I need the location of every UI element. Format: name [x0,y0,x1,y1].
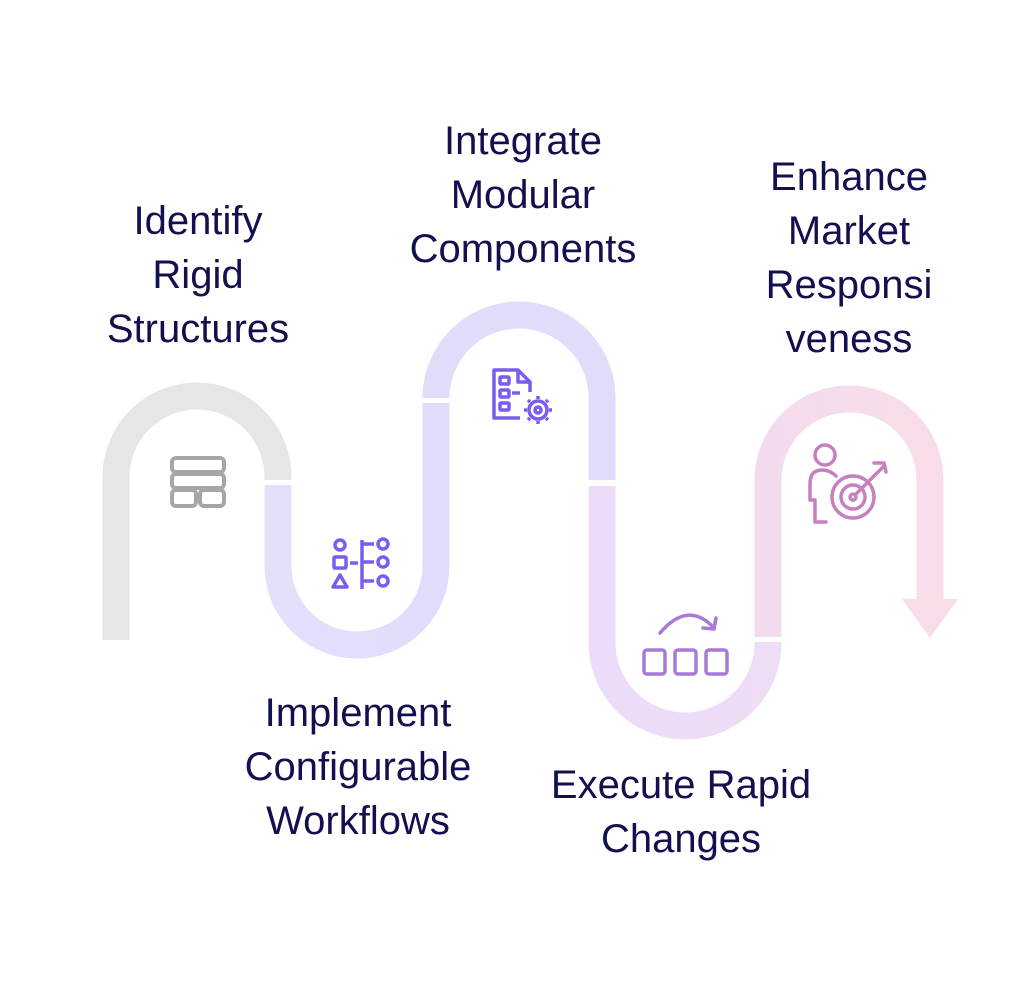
step-label-execute: Execute Rapid Changes [550,763,812,861]
track-segment-identify [102,382,292,640]
segment-gap [752,637,784,642]
track-segment-execute [588,486,782,740]
track-segment-integrate [422,301,616,481]
segment-gap [262,480,294,485]
segment-gap [586,480,618,485]
workflow-shapes-icon [331,537,390,589]
segment-gap [420,398,452,403]
step-label-implement: Implement Configurable Workflows [244,691,472,843]
track-segment-enhance [754,385,944,640]
rotate-blocks-icon [642,613,729,676]
arrow-head [902,599,958,638]
server-stack-icon [170,456,226,508]
person-target-icon [808,443,888,524]
step-label-integrate: Integrate Modular Components [409,119,637,271]
step-label-enhance: Enhance Market Responsi veness [765,155,933,361]
document-gear-icon [492,368,552,424]
track-segment-implement [264,402,450,659]
step-label-identify: Identify Rigid Structures [106,199,290,351]
